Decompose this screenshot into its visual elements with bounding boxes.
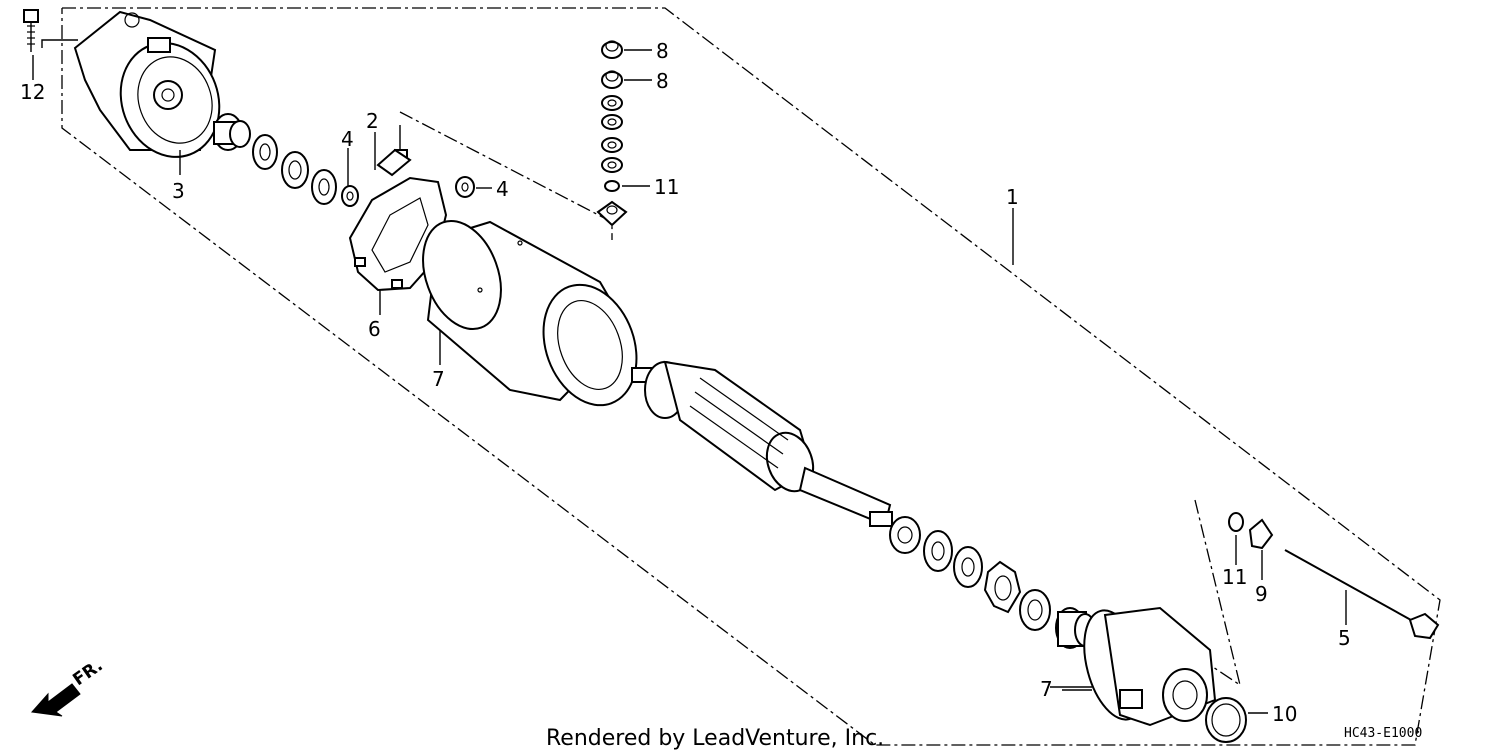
front-cover[interactable] xyxy=(1073,604,1217,727)
washer-front-a[interactable] xyxy=(889,516,921,554)
o-ring-10[interactable] xyxy=(1205,697,1247,743)
assembly-boundary xyxy=(61,7,1441,746)
through-bolt-5[interactable] xyxy=(1284,549,1440,640)
front-direction-label: FR. xyxy=(69,656,106,690)
rear-cover-3[interactable] xyxy=(73,10,235,171)
callout-7-top: 7 xyxy=(432,367,445,391)
render-credit: Rendered by LeadVenture, Inc. xyxy=(546,726,884,751)
washer-front-b[interactable] xyxy=(923,530,953,572)
armature[interactable] xyxy=(631,360,893,527)
callout-8-bottom: 8 xyxy=(656,69,669,93)
o-ring-11-top[interactable] xyxy=(604,180,620,192)
washer-9[interactable] xyxy=(1248,518,1274,550)
callout-5: 5 xyxy=(1338,626,1351,650)
brush-holder-6[interactable] xyxy=(348,176,448,292)
lock-washer[interactable] xyxy=(983,560,1022,614)
callout-9: 9 xyxy=(1255,582,1268,606)
callout-4-right: 4 xyxy=(496,177,509,201)
callout-1: 1 xyxy=(1006,185,1019,209)
brush-spring-4-right[interactable] xyxy=(455,176,475,198)
washer-b[interactable] xyxy=(281,151,309,189)
terminal-nut-8-a[interactable] xyxy=(601,40,623,59)
terminal-insulator[interactable] xyxy=(596,200,628,227)
callout-12: 12 xyxy=(20,80,45,104)
washer-a[interactable] xyxy=(252,134,278,170)
front-direction-arrow-icon xyxy=(31,683,81,717)
diagram-code: HC43-E1000 xyxy=(1344,726,1422,741)
terminal-washers[interactable] xyxy=(601,95,623,173)
callout-2: 2 xyxy=(366,109,379,133)
callout-11-top: 11 xyxy=(654,175,679,199)
yoke-housing[interactable] xyxy=(409,210,653,418)
bushing[interactable] xyxy=(213,113,251,151)
bolt-12[interactable] xyxy=(23,9,39,52)
callout-4-left: 4 xyxy=(341,127,354,151)
callout-6: 6 xyxy=(368,317,381,341)
callout-10: 10 xyxy=(1272,702,1297,726)
callout-8-top: 8 xyxy=(656,39,669,63)
washer-c[interactable] xyxy=(311,169,337,205)
callout-7-bottom: 7 xyxy=(1040,677,1053,701)
brush-spring-4-left[interactable] xyxy=(341,185,359,207)
callout-3: 3 xyxy=(172,179,185,203)
terminal-bolt-2[interactable] xyxy=(376,125,412,177)
terminal-nut-8-b[interactable] xyxy=(601,70,623,89)
needle-bearing[interactable] xyxy=(1019,589,1051,631)
washer-front-c[interactable] xyxy=(953,546,983,588)
o-ring-11-bottom[interactable] xyxy=(1228,512,1244,532)
callout-11-bottom: 11 xyxy=(1222,565,1247,589)
